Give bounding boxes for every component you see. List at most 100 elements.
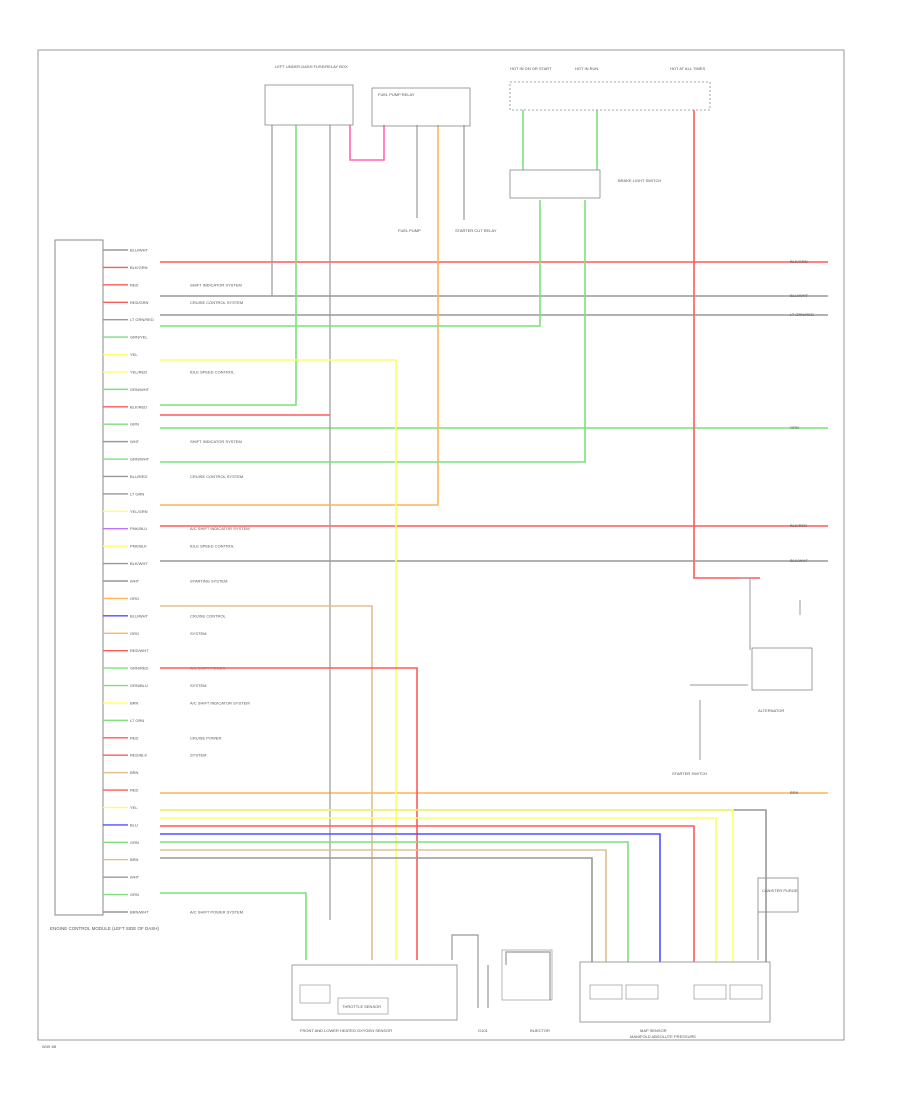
right-label-5: BLK/WHT (790, 558, 808, 563)
canister-box: CANISTER PURGE (757, 877, 799, 913)
wire-note-r03: SHIFT INDICATOR SYSTEM (190, 282, 242, 287)
wire-label-r16: YEL/GRN (130, 509, 148, 514)
vwire-i (160, 200, 586, 463)
starter-cut-label: STARTER CUT RELAY (455, 228, 497, 233)
wire-label-r34: BLU (130, 822, 138, 827)
wire-label-r20: WHT (130, 579, 140, 584)
vwire-o (160, 605, 373, 960)
wire-note-r04: CRUISE CONTROL SYSTEM (190, 300, 243, 305)
wire-label-r32: RED (130, 788, 139, 793)
fuse-box-top: HOT IN ON OR START HOT IN RUN HOT AT ALL… (509, 66, 711, 111)
injector: INJECTOR (501, 949, 553, 1033)
wire-label-r22: BLU/WHT (130, 613, 149, 618)
left-relay-box: LEFT UNDER-DASH FUSE/RELAY BOX (264, 64, 354, 126)
vwire-l (693, 110, 760, 579)
fuel-pump-relay: FUEL PUMP RELAY (371, 87, 471, 127)
canister-label: CANISTER PURGE (762, 888, 798, 893)
throttle-sensor-label: THROTTLE SENSOR (342, 1004, 381, 1009)
wire-note-r08: IDLE SPEED CONTROL (190, 369, 235, 374)
wire-label-r14: BLU/RED (130, 474, 147, 479)
ecm-connector (54, 239, 104, 916)
right-label-4: BLK/RED (790, 523, 807, 528)
right-label-0: BLK/GRN (790, 259, 808, 264)
brake-switch-label: BRAKE LIGHT SWITCH (618, 178, 661, 183)
fuel-pump-relay-label: FUEL PUMP RELAY (378, 92, 415, 97)
wire-label-r23: ORG (130, 631, 139, 636)
map-bus-4 (160, 841, 629, 962)
alt-wire (740, 577, 751, 650)
map-bus-6 (160, 857, 593, 962)
oxygen-sensor-box: THROTTLE SENSOR FRONT AND LOWER HEATED O… (291, 964, 458, 1033)
wire-note-r22: CRUISE CONTROL (190, 613, 227, 618)
right-label-1: BLU/WHT (790, 293, 809, 298)
map-bus-0 (160, 809, 767, 962)
fuel-pump-label: FUEL PUMP (398, 228, 421, 233)
map-sensor-box: MAP SENSOR MANIFOLD ABSOLUTE PRESSURE (579, 961, 771, 1039)
wire-note-r27: A/C SHIFT INDICATOR SYSTEM (190, 700, 250, 705)
wire-label-r38: GRN (130, 892, 139, 897)
right-label-3: GRN (790, 425, 799, 430)
wire-label-r31: BRN (130, 770, 139, 775)
map-bus-2 (160, 825, 695, 962)
left-relay-label: LEFT UNDER-DASH FUSE/RELAY BOX (275, 64, 348, 69)
wire-label-r09: GRN/WHT (130, 387, 150, 392)
wire-layer: BLU/WHT BLK/GRN RED SHIFT INDICATOR SYSTEM R… (103, 110, 828, 1008)
alternator-label: ALTERNATOR (758, 708, 784, 713)
map-bus-yel2 (160, 809, 734, 962)
wire-note-r26: SYSTEM (190, 683, 206, 688)
wire-label-r24: RED/WHT (130, 648, 149, 653)
wire-label-r27: BRN (130, 700, 139, 705)
wire-note-r23: SYSTEM (190, 631, 206, 636)
wire-label-r36: BRN (130, 857, 139, 862)
gnd-wire (451, 934, 479, 1008)
vwire-m (160, 359, 397, 960)
wire-note-r29: CRUISE POWER (190, 735, 221, 740)
map-bus-5 (160, 849, 607, 962)
wire-note-r12: SHIFT INDICATOR SYSTEM (190, 439, 242, 444)
ground-label: G101 (478, 1028, 489, 1033)
vwire-d (349, 125, 385, 161)
wire-label-r28: LT GRN (130, 718, 144, 723)
fuse-c-label: HOT AT ALL TIMES (670, 66, 705, 71)
fuse-a-label: HOT IN ON OR START (510, 66, 552, 71)
wire-label-r04: RED/GRN (130, 300, 149, 305)
right-label-2: LT GRN/RED (790, 312, 814, 317)
wire-label-r06: GRN/YEL (130, 335, 148, 340)
wire-label-r37: WHT (130, 875, 140, 880)
map-sensor-label: MAP SENSOR (640, 1028, 667, 1033)
vwire-b (160, 125, 297, 406)
map-sensor-sub: MANIFOLD ABSOLUTE PRESSURE (630, 1034, 696, 1039)
ecm-label: ENGINE CONTROL MODULE (LEFT SIDE OF DASH… (50, 926, 160, 931)
alternator-box: ALTERNATOR (751, 647, 813, 713)
footer-code: W49 4B (42, 1044, 57, 1049)
wire-note-r39: A/C SHIFT POWER SYSTEM (190, 910, 243, 915)
wire-label-r03: RED (130, 282, 139, 287)
wire-label-r26: GRN/BLU (130, 683, 148, 688)
diagram-border (37, 49, 845, 1041)
wire-label-r01: BLU/WHT (130, 248, 149, 253)
wire-note-r18: IDLE SPEED CONTROL (190, 544, 235, 549)
right-label-6: BRN (790, 790, 799, 795)
wire-label-r05: LT GRN/RED (130, 317, 154, 322)
wire-label-r12: WHT (130, 439, 140, 444)
vwire-q (160, 892, 307, 960)
map-bus-3 (160, 833, 661, 962)
wire-label-r08: YEL/RED (130, 369, 147, 374)
wire-label-r25: GRN/RED (130, 666, 149, 671)
wire-label-r13: GRN/WHT (130, 457, 150, 462)
wire-label-r07: YEL (130, 352, 138, 357)
wire-label-r18: PNK/BLK (130, 544, 147, 549)
injector-label: INJECTOR (530, 1028, 550, 1033)
wire-label-r35: GRN (130, 840, 139, 845)
vwire-h (160, 200, 541, 327)
fuse-b-label: HOT IN RUN (575, 66, 598, 71)
wire-note-r30: SYSTEM (190, 753, 206, 758)
wire-label-r10: BLK/RED (130, 404, 147, 409)
wire-note-r20: STARTING SYSTEM (190, 579, 227, 584)
wire-note-r17: A/C SHIFT INDICATOR SYSTEM (190, 526, 250, 531)
wire-note-r14: CRUISE CONTROL SYSTEM (190, 474, 243, 479)
ground-g101: G101 (478, 1028, 489, 1033)
wire-label-r17: PNK/BLU (130, 526, 147, 531)
wire-label-r02: BLK/GRN (130, 265, 148, 270)
